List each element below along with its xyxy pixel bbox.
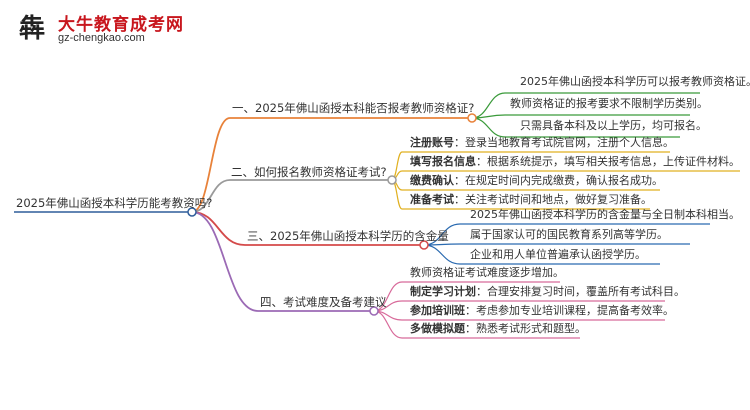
branch-3-node-dot — [419, 240, 429, 250]
branch-3-label: 三、2025年佛山函授本科学历的含金量 — [247, 229, 449, 243]
branch-1-connector — [191, 117, 231, 213]
branch-3-leaf-2: 属于国家认可的国民教育系列高等学历。 — [470, 228, 668, 241]
logo-url: gz-chengkao.com — [58, 32, 145, 44]
logo: 犇 大牛教育成考网 gz-chengkao.com — [8, 6, 188, 52]
branch-1-leaf-2: 教师资格证的报考要求不限制学历类别。 — [510, 97, 708, 110]
branch-1-node-dot — [467, 113, 477, 123]
branch-3-leaf-3: 企业和用人单位普遍承认函授学历。 — [470, 248, 646, 261]
branch-2-leaf-1: 注册账号：登录当地教育考试院官网，注册个人信息。 — [410, 136, 674, 149]
logo-title: 大牛教育成考网 — [58, 15, 184, 35]
branch-3-leaf-1: 2025年佛山函授本科学历的含金量与全日制本科相当。 — [470, 208, 740, 221]
branch-1-leaf-3-connector — [471, 117, 506, 138]
branch-1-leaf-3: 只需具备本科及以上学历，均可报名。 — [520, 119, 707, 132]
branch-2-leaf-2: 填写报名信息：根据系统提示，填写相关报考信息，上传证件材料。 — [410, 155, 740, 168]
branch-2-connector — [191, 179, 231, 213]
branch-3-leaf-3-connector — [423, 244, 461, 265]
branch-4-leaf-2: 制定学习计划：合理安排复习时间，覆盖所有考试科目。 — [410, 285, 685, 298]
branch-1-label: 一、2025年佛山函授本科能否报考教师资格证? — [232, 101, 475, 115]
branch-4-node-dot — [369, 306, 379, 316]
root-node: 2025年佛山函授本科学历能考教资吗? — [16, 196, 213, 210]
logo-mark-icon: 犇 — [18, 14, 45, 44]
branch-4-leaf-1: 教师资格证考试难度逐步增加。 — [410, 266, 564, 279]
branch-4-leaf-4: 多做模拟题：熟悉考试形式和题型。 — [410, 322, 586, 335]
branch-4-label: 四、考试难度及备考建议 — [260, 295, 387, 309]
branch-3-connector — [191, 211, 246, 246]
branch-4-leaf-3: 参加培训班：考虑参加专业培训课程，提高备考效率。 — [410, 304, 674, 317]
branch-1-leaf-1: 2025年佛山函授本科学历可以报考教师资格证。 — [520, 75, 750, 88]
branch-2-leaf-3: 缴费确认：在规定时间内完成缴费，确认报名成功。 — [410, 174, 663, 187]
branch-4-connector — [191, 211, 259, 312]
branch-2-node-dot — [387, 175, 397, 185]
branch-2-leaf-4: 准备考试：关注考试时间和地点，做好复习准备。 — [410, 193, 652, 206]
branch-1-leaf-1-connector — [471, 92, 506, 119]
branch-2-label: 二、如何报名教师资格证考试? — [231, 165, 387, 179]
root-node-dot — [187, 207, 197, 217]
